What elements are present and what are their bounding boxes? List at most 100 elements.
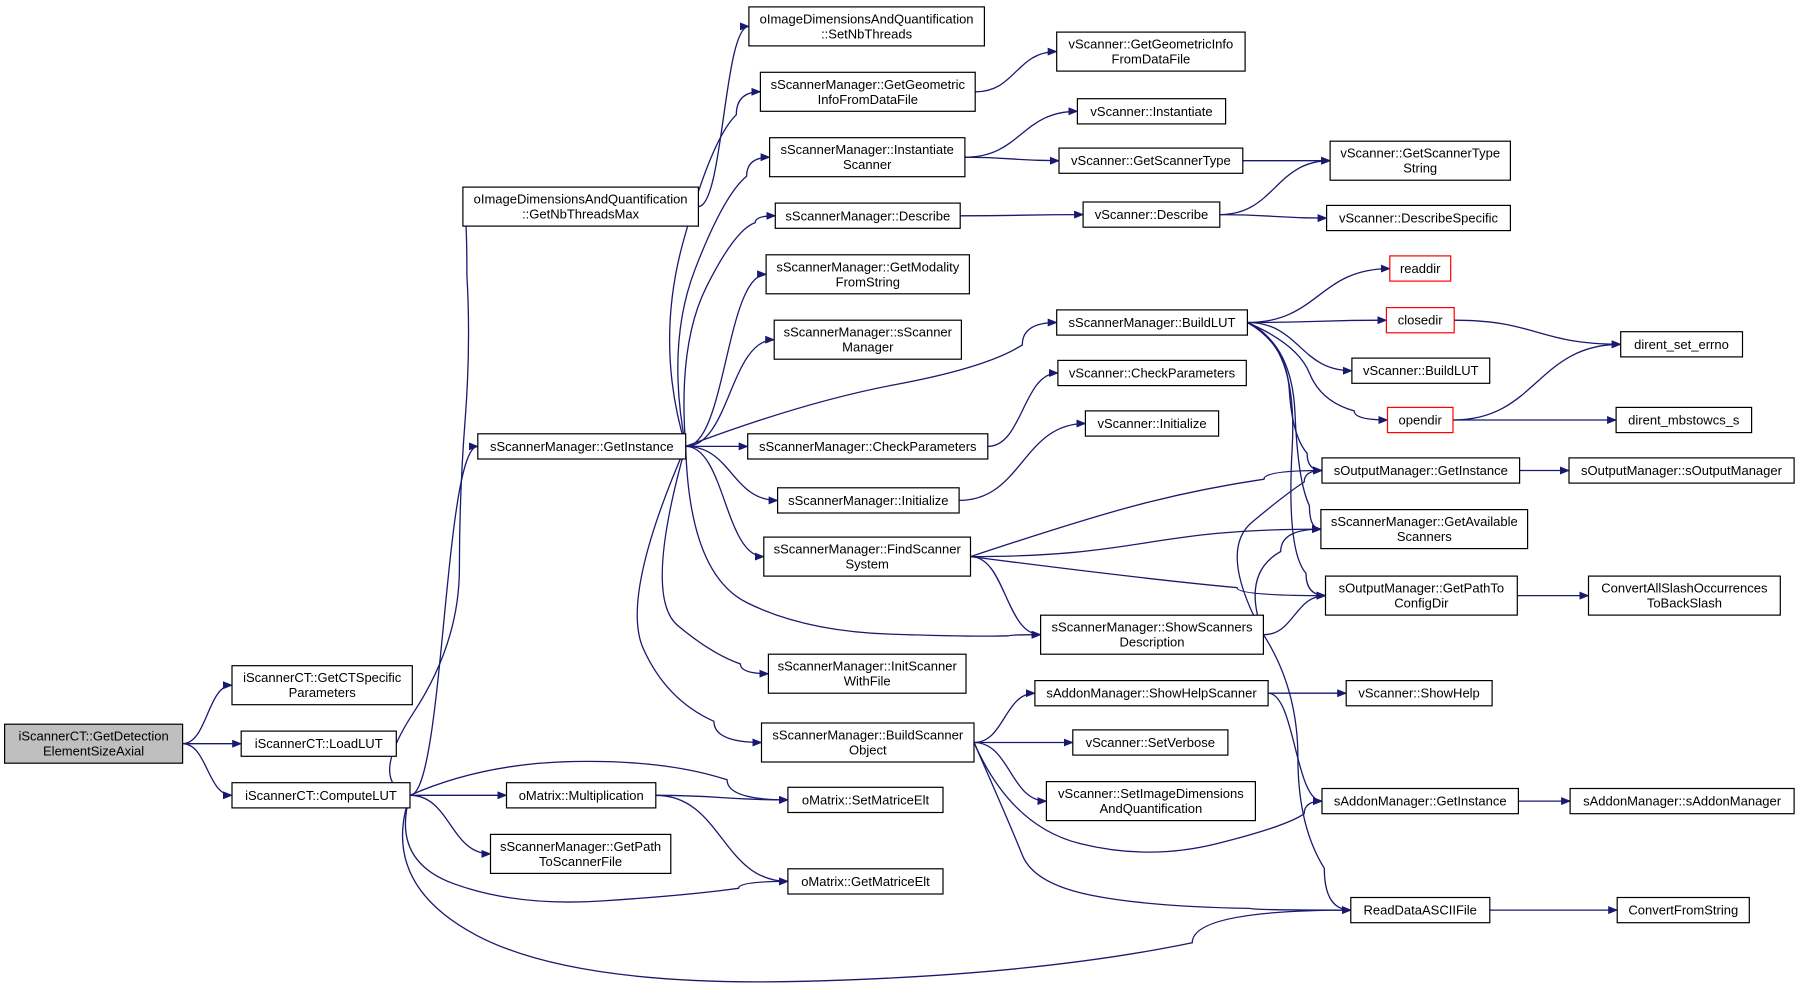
edge-sm-get-instance-to-sm-get-geometric-info — [668, 87, 762, 447]
node-sm-initialize[interactable]: sScannerManager::Initialize — [776, 487, 960, 514]
node-om-multiplication[interactable]: oMatrix::Multiplication — [505, 782, 657, 809]
node-sm-build-lut[interactable]: sScannerManager::BuildLUT — [1056, 309, 1248, 336]
node-box — [1056, 309, 1248, 336]
node-box — [1324, 575, 1518, 616]
node-box — [787, 868, 944, 895]
node-box — [1350, 896, 1491, 924]
node-label-line: vScanner::GetGeometricInfo — [1069, 37, 1234, 52]
node-compute-lut[interactable]: iScannerCT::ComputeLUT — [231, 782, 411, 809]
node-am-get-instance[interactable]: sAddonManager::GetInstance — [1321, 787, 1519, 815]
node-am-show-help-scanner[interactable]: sAddonManager::ShowHelpScanner — [1034, 679, 1269, 707]
node-om-set-matrice-elt[interactable]: oMatrix::SetMatriceElt — [787, 786, 944, 814]
node-om-constructor[interactable]: sOutputManager::sOutputManager — [1568, 457, 1795, 484]
node-box — [767, 653, 967, 694]
edge-get-detection-element-size-axial-to-compute-lut — [182, 743, 233, 800]
edge-sm-get-instance-to-sm-constructor — [685, 335, 776, 448]
node-box — [1072, 729, 1229, 756]
node-box — [1325, 204, 1511, 232]
edge-sm-get-geometric-info-to-vs-get-geometric-info — [975, 47, 1058, 93]
node-label-line: vScanner::GetScannerType — [1340, 146, 1500, 161]
node-am-constructor[interactable]: sAddonManager::sAddonManager — [1569, 787, 1795, 815]
node-box — [774, 202, 961, 229]
edge-sm-build-lut-to-om-get-instance — [1247, 321, 1323, 475]
node-sm-check-parameters[interactable]: sScannerManager::CheckParameters — [747, 433, 989, 460]
node-read-data-asciifile[interactable]: ReadDataASCIIFile — [1350, 896, 1491, 924]
node-set-nb-threads[interactable]: oImageDimensionsAndQuantification::SetNb… — [748, 6, 986, 47]
node-load-lut[interactable]: iScannerCT::LoadLUT — [240, 730, 397, 757]
node-readdir[interactable]: readdir — [1389, 255, 1452, 282]
node-dirent-set-errno[interactable]: dirent_set_errno — [1620, 331, 1744, 358]
node-box — [1321, 457, 1521, 484]
node-label-line: sOutputManager::sOutputManager — [1581, 463, 1783, 478]
edge-sm-initialize-to-vs-initialize — [959, 419, 1087, 502]
node-box — [759, 71, 976, 112]
node-sm-get-instance[interactable]: sScannerManager::GetInstance — [477, 433, 687, 460]
node-vs-build-lut[interactable]: vScanner::BuildLUT — [1351, 357, 1491, 384]
node-opendir[interactable]: opendir — [1386, 406, 1454, 434]
node-box — [768, 137, 966, 178]
node-vs-show-help[interactable]: vScanner::ShowHelp — [1345, 679, 1493, 707]
node-vs-describe[interactable]: vScanner::Describe — [1082, 201, 1221, 228]
node-box — [1616, 896, 1750, 924]
node-vs-set-verbose[interactable]: vScanner::SetVerbose — [1072, 729, 1229, 756]
edge-sm-describe-to-vs-describe — [960, 210, 1085, 219]
node-label-line: oMatrix::SetMatriceElt — [802, 792, 930, 807]
node-label-line: ToScannerFile — [539, 854, 622, 869]
node-label-line: sScannerManager::BuildScanner — [772, 728, 963, 743]
node-box — [231, 782, 411, 809]
node-label-line: Scanners — [1397, 529, 1452, 544]
node-vs-get-scanner-type[interactable]: vScanner::GetScannerType — [1058, 147, 1244, 174]
node-om-get-matrice-elt[interactable]: oMatrix::GetMatriceElt — [787, 868, 944, 895]
node-label-line: AndQuantification — [1100, 801, 1203, 816]
node-box — [747, 433, 989, 460]
edge-sm-get-instance-to-sm-find-scanner-system — [685, 445, 765, 561]
node-label-line: vScanner::Initialize — [1097, 416, 1206, 431]
node-label-line: vScanner::SetVerbose — [1086, 735, 1215, 750]
edge-compute-lut-to-sm-get-instance — [409, 442, 479, 796]
node-label-line: sScannerManager::FindScanner — [774, 542, 962, 557]
node-convert-from-string[interactable]: ConvertFromString — [1616, 896, 1750, 924]
edge-sm-get-instance-to-sm-show-scanners-description — [685, 446, 1042, 639]
node-label-line: sOutputManager::GetPathTo — [1339, 581, 1504, 596]
node-label-line: sScannerManager::GetAvailable — [1331, 514, 1518, 529]
edge-sm-find-scanner-system-to-sm-show-scanners-description — [970, 555, 1042, 639]
edge-sm-get-instance-to-sm-instantiate-scanner — [677, 153, 771, 447]
node-box — [1329, 140, 1511, 181]
node-vs-check-parameters[interactable]: vScanner::CheckParameters — [1057, 359, 1247, 387]
node-label-line: sScannerManager::sScanner — [784, 325, 953, 340]
node-sm-get-geometric-info[interactable]: sScannerManager::GetGeometricInfoFromDat… — [759, 71, 976, 112]
node-box — [231, 665, 413, 706]
edge-get-nb-threads-max-to-set-nb-threads — [698, 22, 750, 208]
node-label-line: Object — [849, 743, 887, 758]
node-vs-initialize[interactable]: vScanner::Initialize — [1084, 410, 1220, 437]
node-box — [748, 6, 986, 47]
node-sm-describe[interactable]: sScannerManager::Describe — [774, 202, 961, 229]
node-label-line: ElementSizeAxial — [43, 744, 144, 759]
node-vs-set-image-dimensions[interactable]: vScanner::SetImageDimensionsAndQuantific… — [1045, 780, 1257, 822]
node-dirent-mbstowcs[interactable]: dirent_mbstowcs_s — [1615, 406, 1753, 434]
node-vs-describe-specific[interactable]: vScanner::DescribeSpecific — [1325, 204, 1511, 232]
node-sm-constructor[interactable]: sScannerManager::sScannerManager — [773, 319, 963, 360]
node-get-nb-threads-max[interactable]: oImageDimensionsAndQuantification::GetNb… — [462, 186, 699, 227]
node-vs-instantiate[interactable]: vScanner::Instantiate — [1076, 98, 1227, 125]
edge-compute-lut-to-get-nb-threads-max — [389, 202, 472, 796]
node-box — [765, 254, 970, 295]
node-om-get-instance[interactable]: sOutputManager::GetInstance — [1321, 457, 1521, 484]
node-closedir[interactable]: closedir — [1385, 307, 1455, 334]
node-label-line: iScannerCT::LoadLUT — [255, 736, 383, 751]
